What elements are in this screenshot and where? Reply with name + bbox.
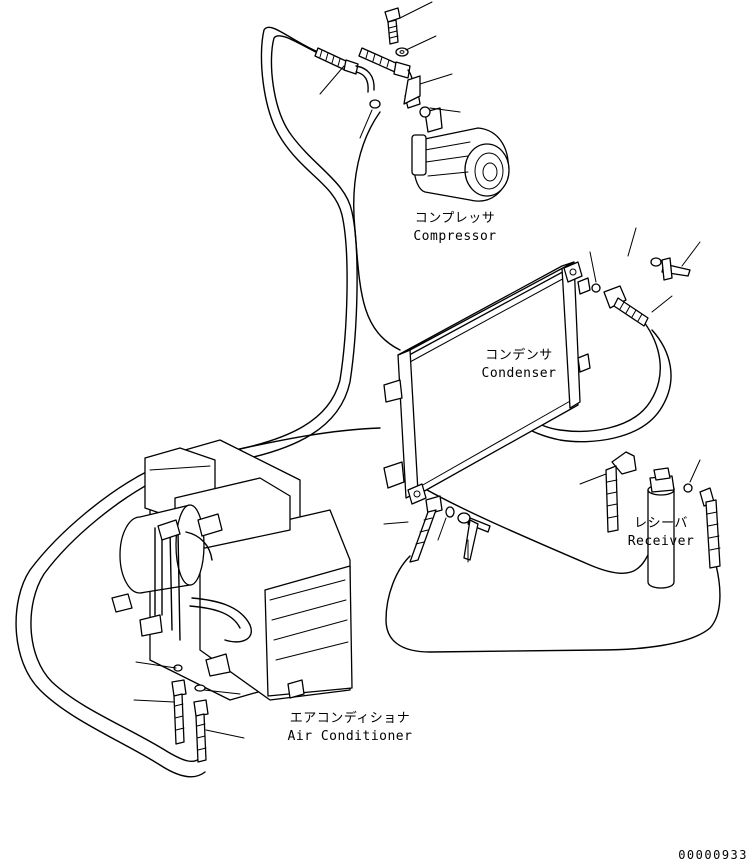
receiver-label-jp: レシーバ (634, 516, 688, 531)
label-condenser: コンデンサ Condenser (482, 347, 557, 381)
receiver (579, 451, 721, 589)
receiver-label-en: Receiver (628, 534, 695, 549)
air-conditioner-label-jp: エアコンディショナ (290, 710, 411, 726)
compressor (404, 91, 510, 202)
condenser-label-jp: コンデンサ (485, 347, 553, 363)
label-compressor: コンプレッサ Compressor (413, 211, 496, 244)
air-conditioner-unit (111, 439, 353, 701)
compressor-fittings (314, 1, 461, 139)
air-conditioner-fittings (133, 661, 245, 763)
condenser (383, 261, 591, 505)
compressor-label-en: Compressor (413, 229, 496, 244)
condenser-label-en: Condenser (482, 366, 557, 381)
drawing-number: 00000933 (678, 848, 748, 862)
label-air-conditioner: エアコンディショナ Air Conditioner (288, 710, 413, 744)
label-receiver: レシーバ Receiver (628, 516, 695, 549)
hose-routes (15, 26, 721, 778)
air-conditioner-label-en: Air Conditioner (288, 729, 413, 744)
condenser-outlet-fittings (383, 495, 491, 563)
condenser-inlet-fittings (589, 227, 701, 327)
compressor-label-jp: コンプレッサ (415, 211, 496, 226)
